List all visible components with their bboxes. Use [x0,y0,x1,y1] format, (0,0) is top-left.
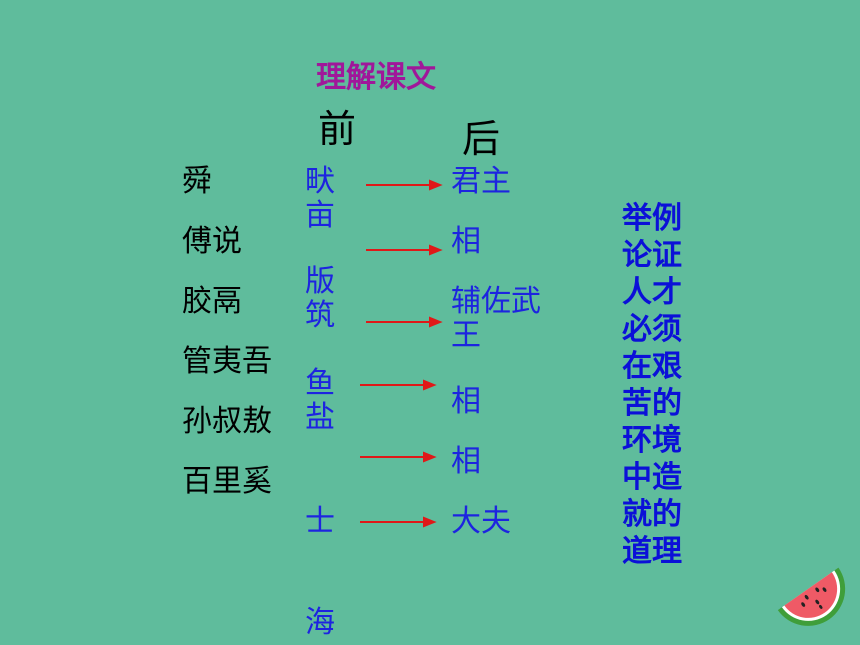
conclusion-text: 举例论证人才必须在艰苦的环境中造就的道理 [622,201,682,569]
person-baili-xi: 百里奚 [182,464,272,499]
header-before: 前 [318,107,357,151]
before-role-sea: 海 [305,605,335,640]
after-role-minister-3: 相 [451,444,481,479]
arrow-icon [360,379,437,391]
before-role-building: 版筑 [305,264,335,333]
before-role-scholar: 士 [305,504,335,539]
person-shun: 舜 [182,164,212,199]
arrow-icon [366,316,443,328]
arrow-icon [360,516,437,528]
person-jiao-ge: 胶鬲 [182,284,242,319]
arrow-icon [366,179,443,191]
person-sun-shuao: 孙叔敖 [182,404,272,439]
person-guan-yiwu: 管夷吾 [182,344,272,379]
slide-title: 理解课文 [316,60,436,95]
after-role-minister-1: 相 [451,224,481,259]
before-role-fish-salt: 鱼盐 [305,366,335,435]
before-role-field: 畎亩 [305,164,335,233]
after-role-ruler: 君主 [451,164,511,199]
person-fu-yue: 傅说 [182,224,242,259]
after-role-assist-king-wu: 辅佐武王 [451,284,541,353]
after-role-official: 大夫 [451,504,511,539]
arrow-icon [366,244,443,256]
arrow-icon [360,451,437,463]
header-after: 后 [462,117,501,161]
watermelon-slice-icon [777,567,846,626]
after-role-minister-2: 相 [451,384,481,419]
